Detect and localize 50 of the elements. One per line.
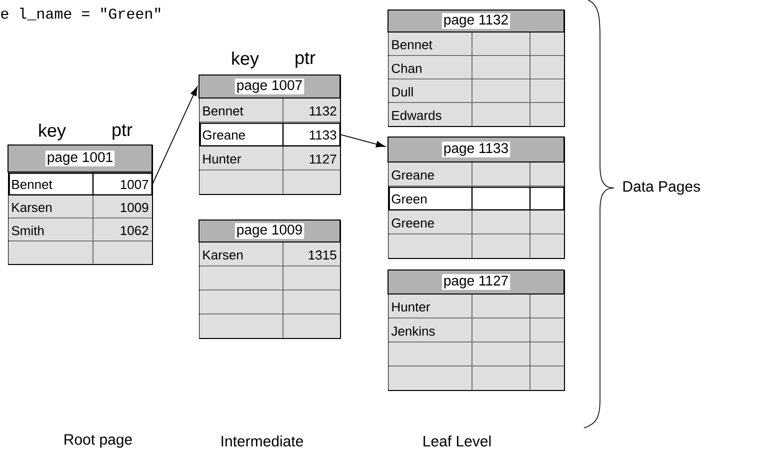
node-label: 1315 <box>308 250 336 260</box>
table-row: Hunter 1127 <box>200 146 340 170</box>
node-label: 1127 <box>310 154 336 164</box>
empty-row <box>8 241 152 264</box>
column-heading: ptr <box>296 52 316 68</box>
node-label: Karsen <box>12 202 52 212</box>
node-label: Edwards <box>392 110 442 120</box>
node-label: Hunter <box>203 154 241 164</box>
node-label: 1062 <box>120 226 148 236</box>
empty-row <box>200 290 340 314</box>
node-label: 1009 <box>120 202 148 212</box>
empty-row <box>388 234 564 258</box>
arrow <box>340 134 386 148</box>
node-label: Karsen <box>203 250 243 260</box>
arrow <box>152 86 198 185</box>
table-row: Karsen 1315 <box>200 242 340 266</box>
table-row: Greane <box>388 162 564 186</box>
table-row: Hunter <box>388 294 564 318</box>
table-row: Chan <box>388 56 564 79</box>
table-row: Karsen 1009 <box>8 195 152 218</box>
node-label: Hunter <box>392 302 430 312</box>
empty-row <box>200 314 340 338</box>
empty-row <box>200 170 340 194</box>
table-row: Greene <box>388 210 564 234</box>
empty-row <box>388 342 564 366</box>
level-label: Root page <box>64 434 132 448</box>
level-label: Data Pages <box>623 181 700 195</box>
table-row: Bennet 1007 <box>8 172 152 196</box>
node-label: Smith <box>12 226 44 236</box>
table-row: Edwards <box>388 102 564 126</box>
table-row: Greane 1133 <box>200 122 340 146</box>
column-heading: key <box>232 52 259 68</box>
table-row: Green <box>388 186 564 210</box>
node-label: Chan <box>392 63 422 74</box>
level-label: Intermediate <box>222 436 303 446</box>
node-label: Dull <box>392 86 413 97</box>
empty-row <box>388 366 564 390</box>
query-text: e l_name = "Green" <box>1 8 160 20</box>
empty-row <box>200 266 340 290</box>
column-heading: ptr <box>112 124 132 140</box>
node-label: Greene <box>392 218 434 228</box>
column-heading: key <box>39 124 66 140</box>
table-row: Dull <box>388 79 564 102</box>
table-row: Smith 1062 <box>8 218 152 241</box>
table-row: Bennet <box>388 32 564 56</box>
table-row: Jenkins <box>388 318 564 342</box>
table-row: Bennet 1132 <box>200 98 340 122</box>
node-label: Bennet <box>392 40 432 50</box>
level-label: Leaf Level <box>424 436 491 446</box>
node-label: Jenkins <box>391 326 435 336</box>
